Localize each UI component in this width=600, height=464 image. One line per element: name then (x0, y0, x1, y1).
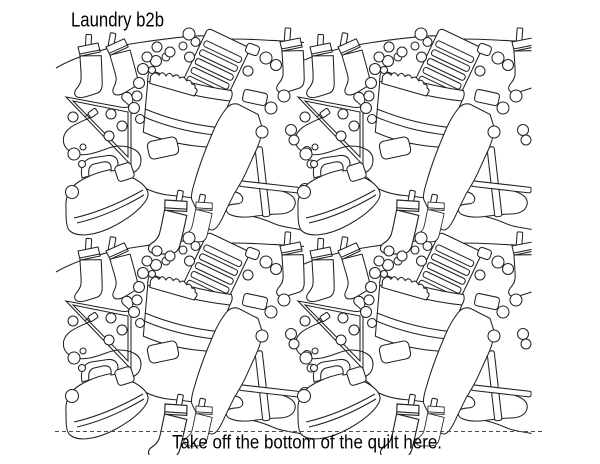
svg-text:Take off the bottom of the qui: Take off the bottom of the quilt here. (172, 433, 442, 454)
svg-text:Laundry b2b: Laundry b2b (71, 10, 164, 32)
